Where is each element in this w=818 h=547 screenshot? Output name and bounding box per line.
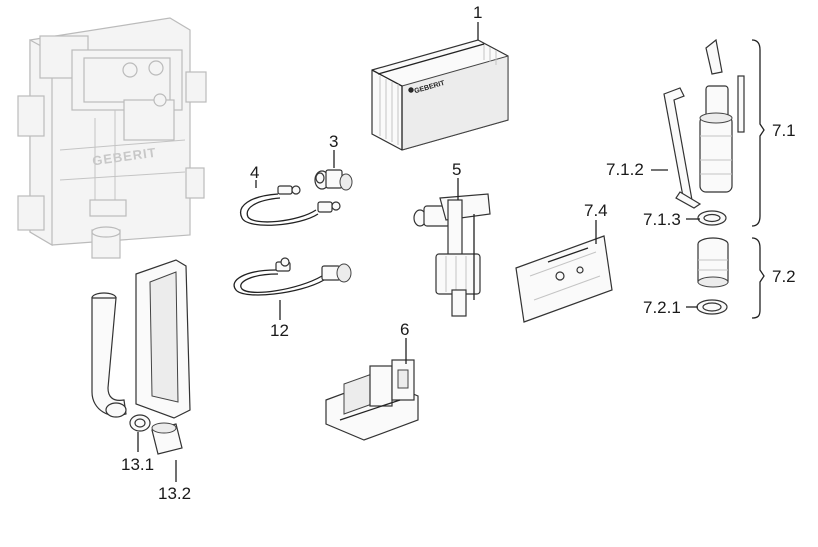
- label-part-7-1-3: 7.1.3: [643, 210, 681, 229]
- part-13-2-cap: [151, 422, 183, 455]
- label-part-12: 12: [270, 321, 289, 340]
- part-13-pipe-bend: [91, 259, 191, 419]
- label-part-13-2: 13.2: [158, 484, 192, 503]
- label-part-4: 4: [250, 163, 260, 182]
- part-6-holder: [325, 359, 419, 441]
- part-7-1-3-seal: [697, 210, 727, 226]
- label-part-1: 1: [473, 3, 483, 22]
- label-part-5: 5: [452, 160, 462, 179]
- part-1-cover-plate: [371, 39, 509, 151]
- part-4-hose: [240, 185, 341, 226]
- part-13-1-seal: [129, 414, 151, 432]
- label-part-7-4: 7.4: [584, 201, 608, 220]
- part-7-4-mounting-plate: [515, 235, 613, 323]
- installation-frame: [17, 17, 207, 259]
- part-12-hose: [233, 257, 352, 296]
- part-3-fitting: [314, 169, 353, 191]
- label-part-6: 6: [400, 320, 410, 339]
- part-7-2-1-seal: [696, 299, 728, 315]
- part-7-1-2-lever: [663, 87, 702, 209]
- part-7-1-flush-valve: [699, 38, 745, 193]
- leader-lines: [137, 22, 765, 482]
- part-5-fill-valve: [413, 193, 491, 317]
- label-part-3: 3: [329, 132, 339, 151]
- label-part-7-2-1: 7.2.1: [643, 298, 681, 317]
- label-part-7-1-2: 7.1.2: [606, 160, 644, 179]
- part-7-2-housing: [697, 237, 729, 288]
- label-part-7-1: 7.1: [772, 121, 796, 140]
- label-part-13-1: 13.1: [121, 455, 155, 474]
- label-part-7-2: 7.2: [772, 267, 796, 286]
